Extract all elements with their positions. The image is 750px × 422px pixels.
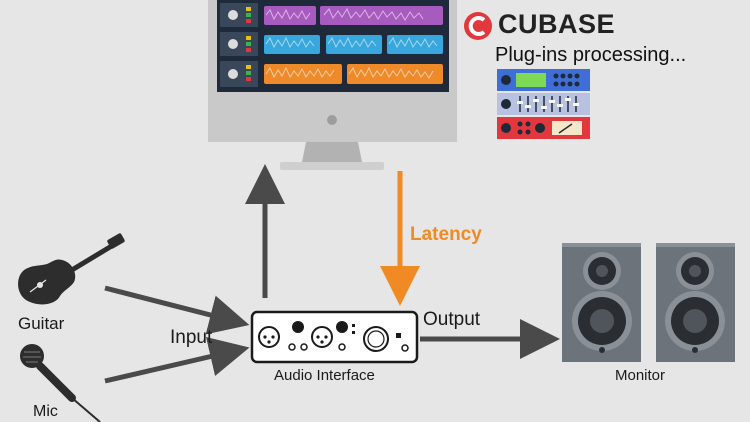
knob-icon bbox=[228, 10, 238, 20]
audio-interface-label: Audio Interface bbox=[274, 367, 375, 384]
led-icon bbox=[246, 65, 251, 69]
led-icon bbox=[246, 42, 251, 46]
microphone-icon bbox=[20, 344, 101, 422]
waveform bbox=[348, 66, 434, 79]
led-icon bbox=[246, 36, 251, 40]
audio-interface-icon bbox=[250, 310, 419, 364]
input-label: Input bbox=[170, 327, 213, 348]
guitar-label: Guitar bbox=[18, 314, 65, 333]
waveform bbox=[265, 36, 315, 49]
monitor-speaker-left-icon bbox=[562, 243, 641, 362]
cubase-logo-icon bbox=[464, 12, 492, 40]
audio-clip bbox=[320, 6, 443, 25]
brand-name: CUBASE bbox=[498, 9, 616, 39]
guitar-icon bbox=[18, 233, 125, 305]
waveform bbox=[327, 36, 377, 49]
track-header bbox=[220, 32, 258, 56]
arrow-mic-input bbox=[104, 337, 250, 384]
knob-icon bbox=[228, 69, 238, 79]
monitor-label: Monitor bbox=[615, 367, 666, 384]
track-row-1 bbox=[220, 3, 443, 27]
led-icon bbox=[246, 13, 251, 17]
monitor-speaker-right-icon bbox=[656, 243, 735, 362]
mic-label: Mic bbox=[33, 403, 58, 420]
waveform bbox=[265, 66, 335, 79]
track-row-3 bbox=[220, 61, 443, 87]
led-icon bbox=[246, 77, 251, 81]
track-header bbox=[220, 3, 258, 27]
plugin-rack bbox=[497, 69, 590, 139]
latency-label: Latency bbox=[410, 224, 482, 245]
monitor-neck bbox=[302, 142, 362, 162]
audio-clip bbox=[264, 6, 316, 25]
waveform bbox=[388, 36, 438, 49]
led-icon bbox=[246, 48, 251, 52]
audio-clip bbox=[264, 64, 342, 84]
arrow-guitar-input bbox=[104, 285, 250, 335]
track-row-2 bbox=[220, 32, 443, 56]
track-header bbox=[220, 61, 258, 87]
waveform bbox=[323, 7, 424, 21]
led-icon bbox=[246, 71, 251, 75]
led-icon bbox=[246, 7, 251, 11]
output-label: Output bbox=[423, 309, 481, 330]
waveform bbox=[265, 8, 311, 21]
plugin-display bbox=[516, 73, 546, 87]
knob-icon bbox=[228, 39, 238, 49]
computer-monitor bbox=[208, 0, 457, 170]
plugin-status-text: Plug-ins processing... bbox=[495, 44, 687, 66]
monitor-stand-base bbox=[280, 162, 384, 170]
led-icon bbox=[246, 19, 251, 23]
monitor-camera-icon bbox=[327, 115, 337, 125]
